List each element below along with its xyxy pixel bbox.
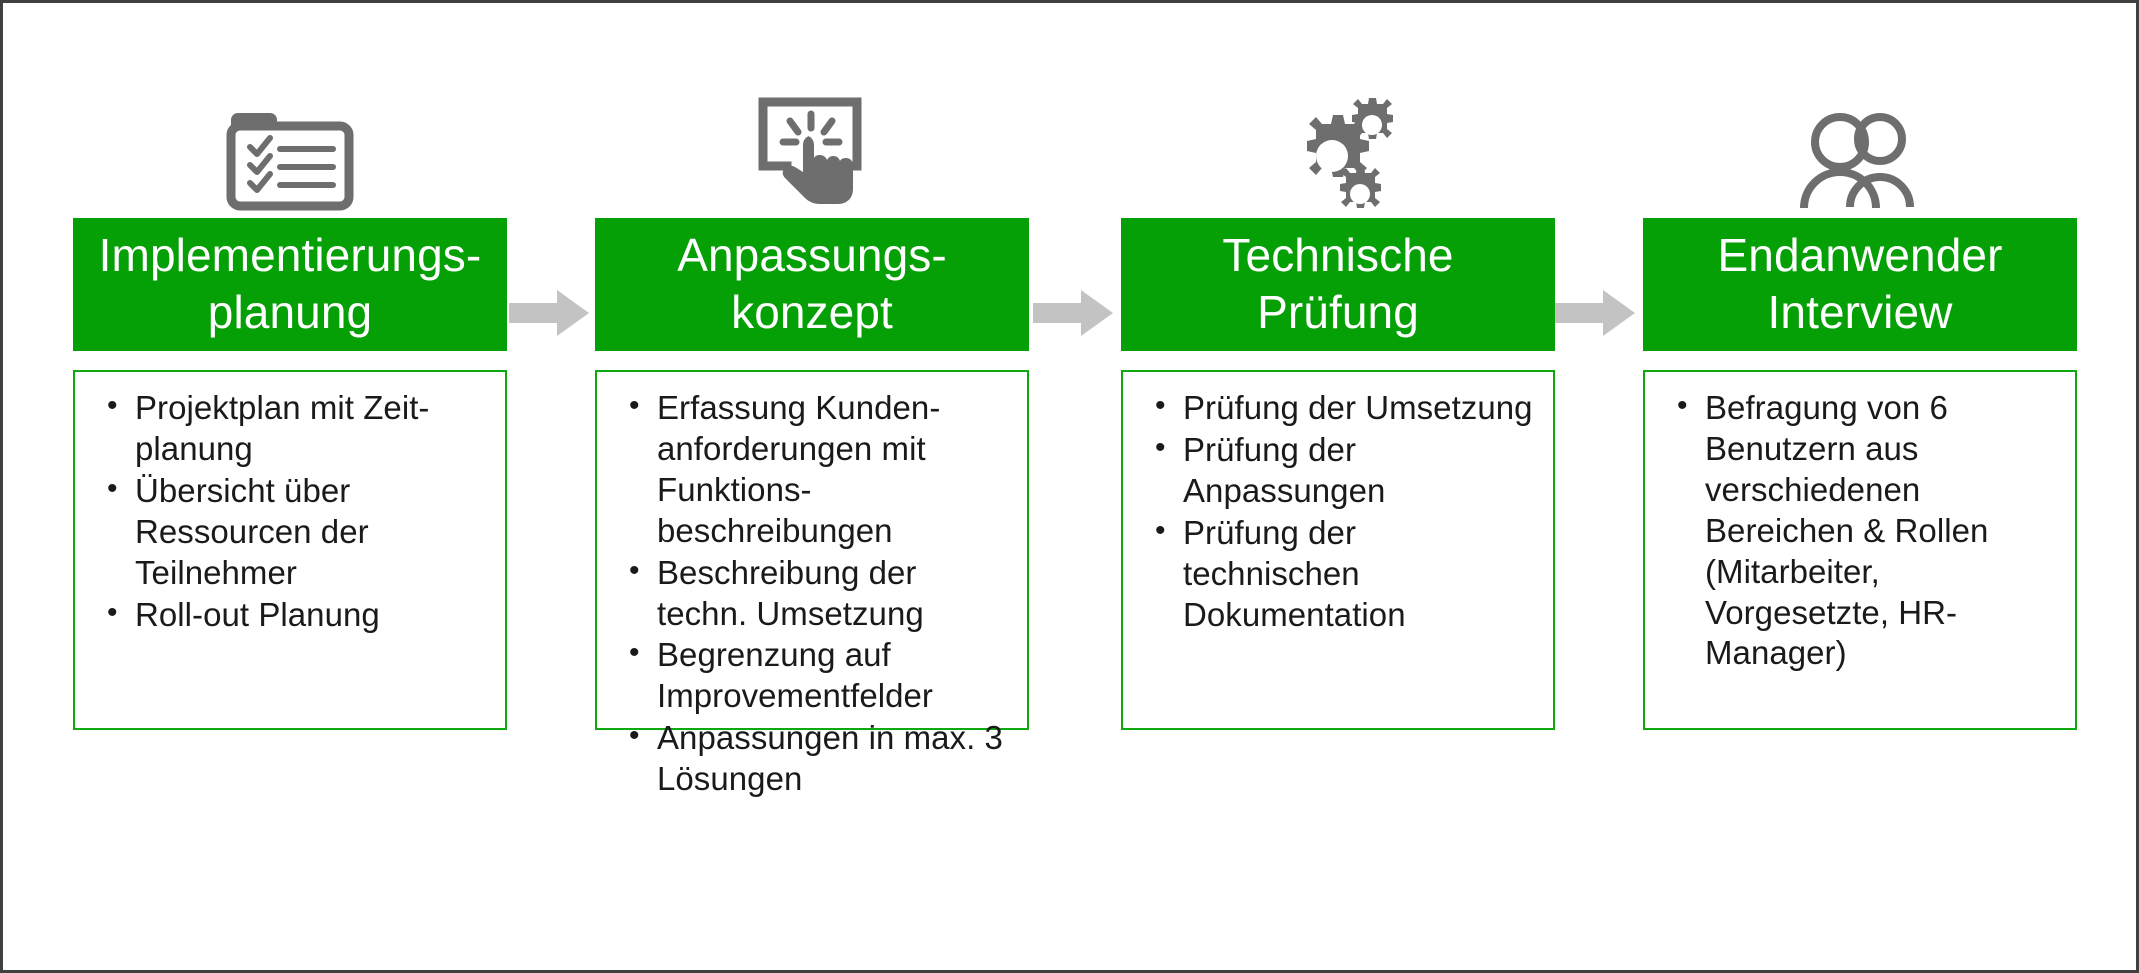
list-item: Erfassung Kunden-anforderungen mit Funkt… bbox=[629, 387, 1013, 552]
stage-body-3: Prüfung der Umsetzung Prüfung der Anpass… bbox=[1121, 370, 1555, 730]
list-item: Begrenzung auf Improvementfelder bbox=[629, 634, 1013, 717]
list-item: Roll-out Planung bbox=[107, 594, 491, 636]
arrow-right-icon-1 bbox=[509, 290, 589, 336]
bullet-list-3: Prüfung der Umsetzung Prüfung der Anpass… bbox=[1137, 387, 1539, 636]
stage-column-3: Technische Prüfung Prüfung der Umsetzung… bbox=[1121, 58, 1555, 730]
list-item: Übersicht über Ressourcen der Teilnehmer bbox=[107, 470, 491, 594]
gears-icon bbox=[1121, 58, 1555, 218]
list-item: Befragung von 6 Benutzern aus verschiede… bbox=[1677, 387, 2061, 674]
stage-column-4: Endanwender Interview Befragung von 6 Be… bbox=[1643, 58, 2077, 730]
stage-title-line: Technische bbox=[1222, 229, 1454, 282]
arrow-right-icon-2 bbox=[1033, 290, 1113, 336]
bullet-list-1: Projektplan mit Zeit-planung Übersicht ü… bbox=[89, 387, 491, 636]
list-item: Beschreibung der techn. Umsetzung bbox=[629, 552, 1013, 635]
arrow-right-icon-3 bbox=[1555, 290, 1635, 336]
checklist-folder-icon bbox=[73, 58, 507, 218]
list-item: Prüfung der Umsetzung bbox=[1155, 387, 1539, 429]
stage-title-line: Prüfung bbox=[1257, 285, 1419, 338]
list-item: Anpassungen in max. 3 Lösungen bbox=[629, 717, 1013, 800]
stage-title-line: Endanwender bbox=[1717, 229, 2003, 282]
stage-column-2: Anpassungs- konzept Erfassung Kunden-anf… bbox=[595, 58, 1029, 797]
stage-column-1: Implementierungs- planung Projektplan mi… bbox=[73, 58, 507, 730]
stage-title-line: konzept bbox=[731, 285, 893, 338]
list-item: Prüfung der technischen Dokumentation bbox=[1155, 512, 1539, 636]
stage-header-4[interactable]: Endanwender Interview bbox=[1643, 218, 2077, 351]
touch-click-icon bbox=[595, 58, 1029, 218]
stage-body-4: Befragung von 6 Benutzern aus verschiede… bbox=[1643, 370, 2077, 730]
stage-body-1: Projektplan mit Zeit-planung Übersicht ü… bbox=[73, 370, 507, 730]
stage-title-line: Anpassungs- bbox=[677, 229, 947, 282]
bullet-list-4: Befragung von 6 Benutzern aus verschiede… bbox=[1659, 387, 2061, 674]
bullet-list-2: Erfassung Kunden-anforderungen mit Funkt… bbox=[611, 387, 1013, 800]
stage-header-1[interactable]: Implementierungs- planung bbox=[73, 218, 507, 351]
list-item: Prüfung der Anpassungen bbox=[1155, 429, 1539, 512]
stage-header-3[interactable]: Technische Prüfung bbox=[1121, 218, 1555, 351]
stage-header-2[interactable]: Anpassungs- konzept bbox=[595, 218, 1029, 351]
stage-title-line: Interview bbox=[1767, 285, 1953, 338]
stage-title-line: planung bbox=[207, 285, 373, 338]
stage-body-2: Erfassung Kunden-anforderungen mit Funkt… bbox=[595, 370, 1029, 797]
two-people-icon bbox=[1643, 58, 2077, 218]
flow-container: Implementierungs- planung Projektplan mi… bbox=[3, 3, 2136, 970]
list-item: Projektplan mit Zeit-planung bbox=[107, 387, 491, 470]
stage-title-line: Implementierungs- bbox=[98, 229, 482, 282]
